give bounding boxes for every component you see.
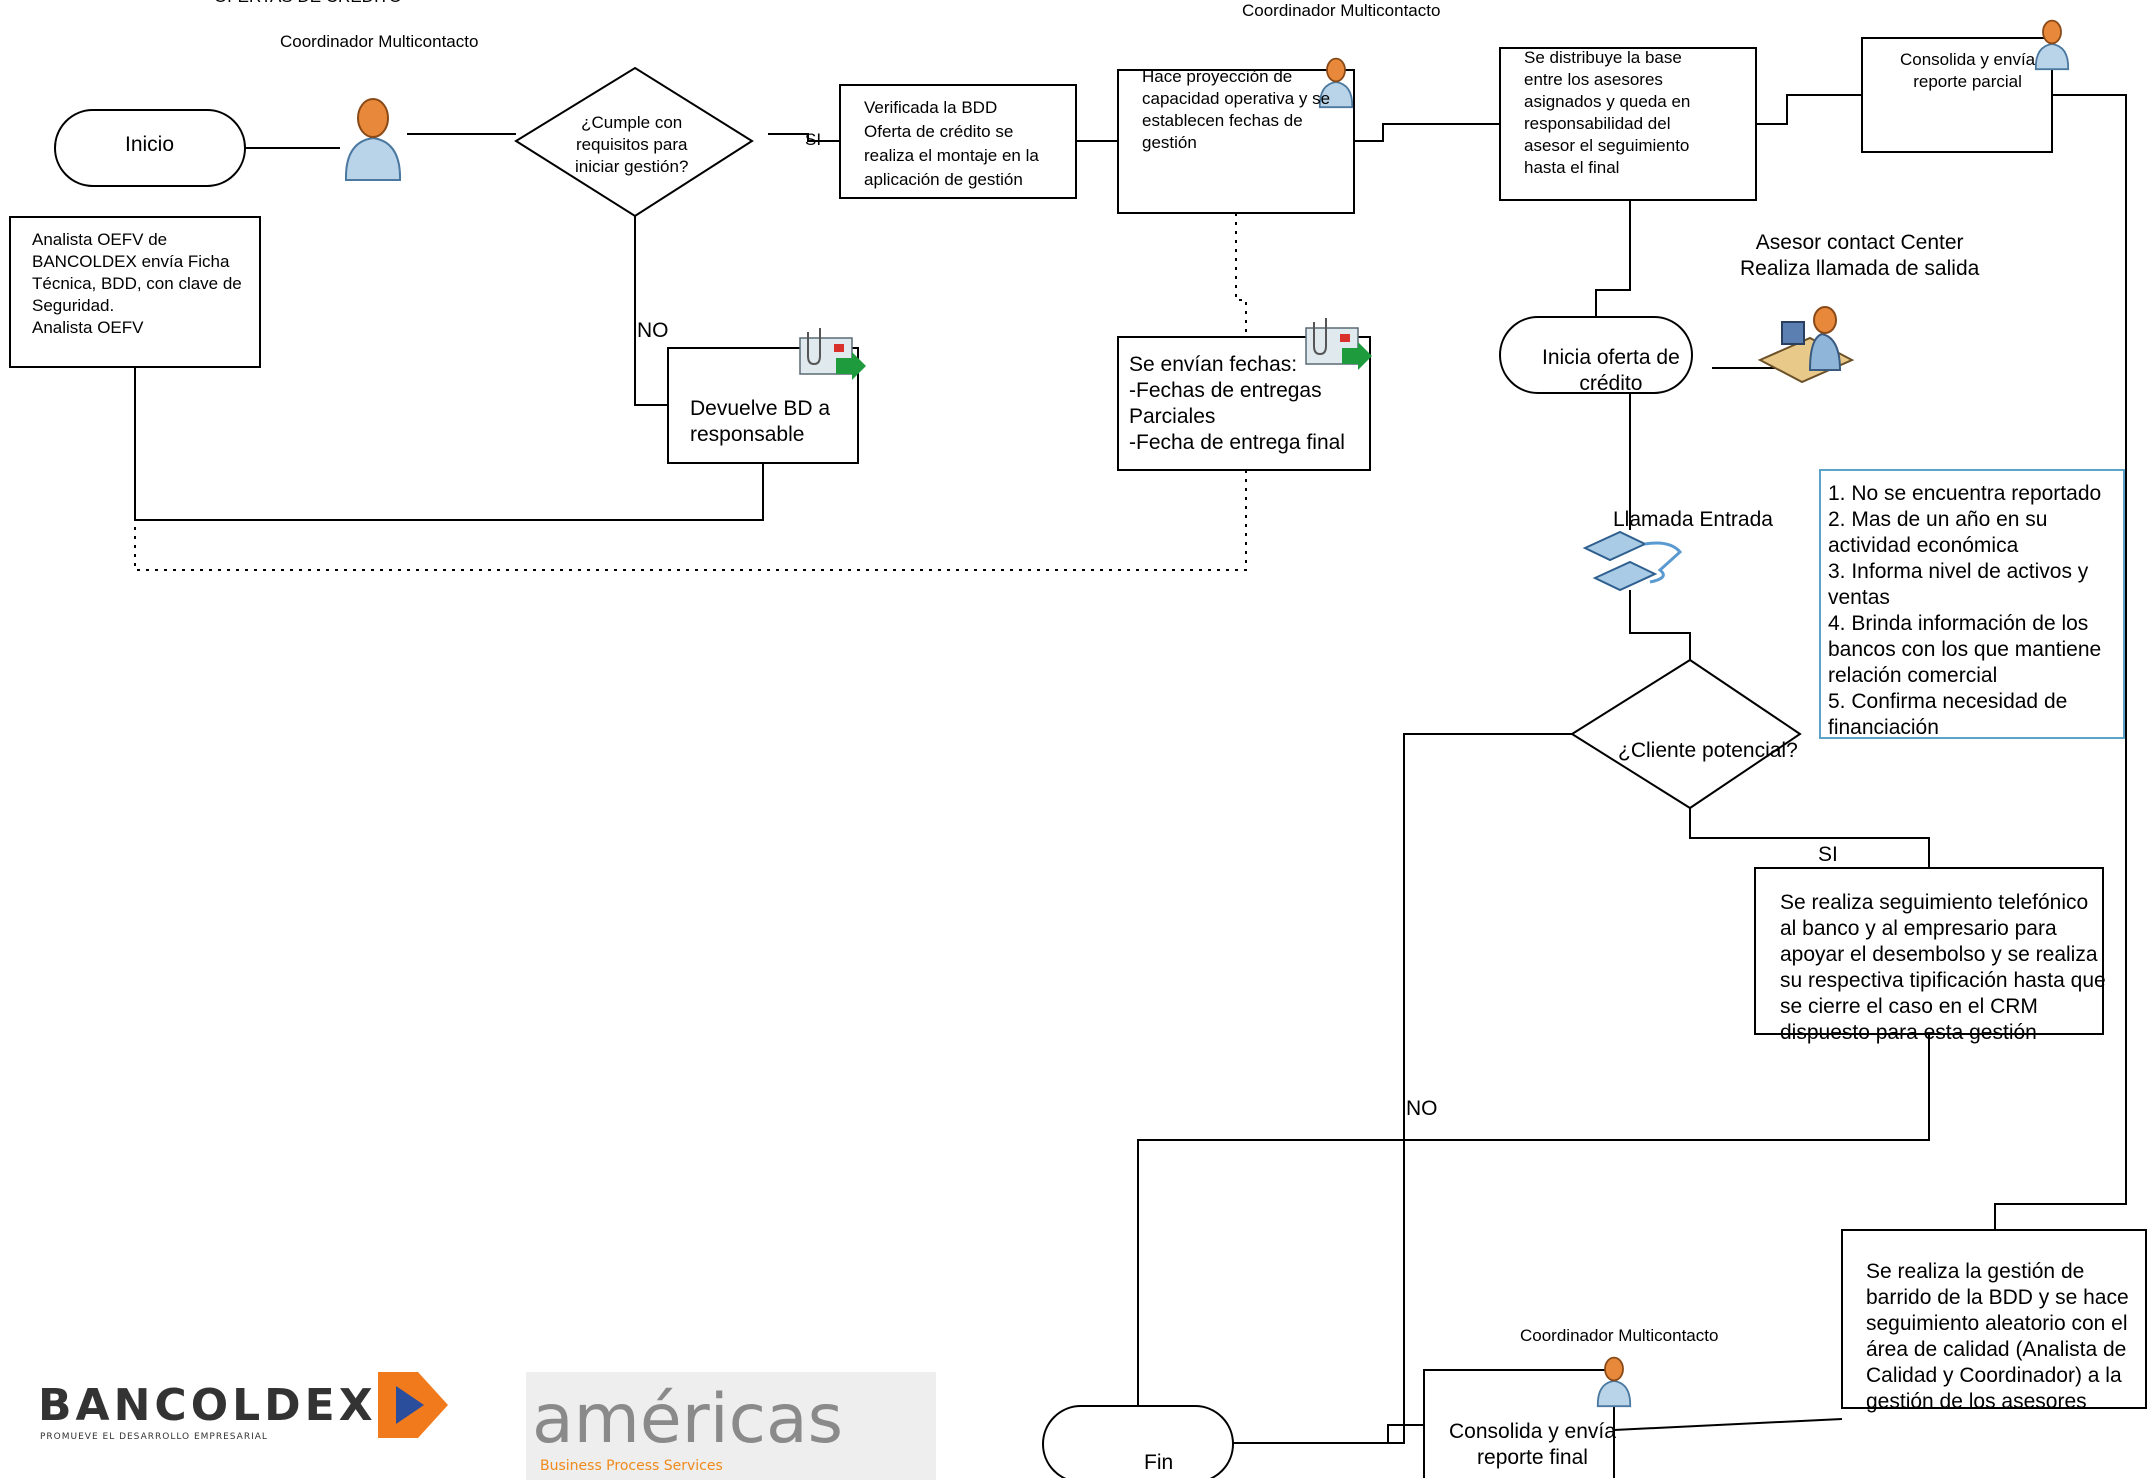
inicio-label: Inicio xyxy=(125,133,175,156)
barrido-label: Se realiza la gestión de barrido de la B… xyxy=(1866,1260,2129,1413)
coordinator-right-label: Coordinador Multicontacto xyxy=(1242,1,1441,20)
mail-attachment-icon xyxy=(799,328,866,380)
connector xyxy=(1595,200,1631,317)
proyeccion-label: Hace proyección de capacidad operativa y… xyxy=(1142,67,1331,152)
fechas-label: Se envían fechas: -Fechas de entregas Pa… xyxy=(1129,353,1345,454)
llamada-entrada-label: Llamada Entrada xyxy=(1613,508,1773,531)
connector xyxy=(1387,1424,1424,1443)
decision-cliente-diamond xyxy=(1570,658,1802,810)
bancoldex-name: BANCOLDEX xyxy=(38,1380,377,1431)
inicia-oferta-label: Inicia oferta de crédito xyxy=(1542,346,1680,395)
person-icon xyxy=(1318,57,1354,109)
connector xyxy=(1354,123,1500,142)
distribuye-label: Se distribuye la base entre los asesores… xyxy=(1524,48,1691,177)
label-no-1: NO xyxy=(637,319,669,342)
person-icon xyxy=(2034,19,2070,71)
coordinador-bottom-label: Coordinador Multicontacto xyxy=(1520,1326,1719,1345)
telephone-icon xyxy=(1582,530,1683,592)
fin-terminal xyxy=(1042,1405,1234,1478)
connector xyxy=(1994,94,2127,1230)
consolida-final-box xyxy=(1423,1369,1615,1478)
seguimiento-label: Se realiza seguimiento telefónico al ban… xyxy=(1780,891,2106,1044)
person-icon xyxy=(344,98,402,181)
connector xyxy=(1629,590,1691,660)
connector xyxy=(1613,1418,1843,1431)
fechas-box xyxy=(1117,336,1371,471)
consolida-parcial-label: Consolida y envía reporte parcial xyxy=(1900,50,2036,91)
dotted-connector xyxy=(1235,213,1247,337)
americas-logo: américas Business Process Services xyxy=(526,1372,936,1480)
label-si-1: SI xyxy=(805,130,822,149)
mail-attachment-icon xyxy=(1305,318,1372,370)
verificada-label: Verificada la BDD Oferta de crédito se r… xyxy=(864,98,1039,189)
connector xyxy=(1137,1034,1930,1406)
label-no-2: NO xyxy=(1406,1097,1438,1120)
bancoldex-tagline: PROMUEVE EL DESARROLLO EMPRESARIAL xyxy=(40,1432,268,1442)
decision-cumple-label: ¿Cumple con requisitos para iniciar gest… xyxy=(575,113,689,176)
devuelve-label: Devuelve BD a responsable xyxy=(690,397,831,446)
bancoldex-mark-icon xyxy=(378,1372,448,1438)
analista-label: Analista OEFV de BANCOLDEX envía Ficha T… xyxy=(32,230,242,337)
consolida-final-label: Consolida y envía reporte final xyxy=(1449,1420,1616,1469)
connector xyxy=(1233,733,1572,1444)
decision-cliente-label: ¿Cliente potencial? xyxy=(1618,739,1798,762)
criterios-label: 1. No se encuentra reportado 2. Mas de u… xyxy=(1828,482,2102,739)
fin-label: Fin xyxy=(1144,1451,1174,1474)
bancoldex-logo: BANCOLDEX PROMUEVE EL DESARROLLO EMPRESA… xyxy=(38,1372,458,1448)
call-center-agent-icon xyxy=(1757,306,1855,384)
americas-name: américas xyxy=(532,1380,844,1459)
connector xyxy=(1756,94,1862,125)
top-fragment: OFERTAS DE CRÉDITO xyxy=(214,0,402,8)
label-si-2: SI xyxy=(1818,843,1838,866)
connector xyxy=(1689,808,1930,868)
connector xyxy=(134,367,764,521)
criterios-box xyxy=(1819,469,2125,739)
asesor-label: Asesor contact Center Realiza llamada de… xyxy=(1740,231,1980,280)
person-icon xyxy=(1596,1356,1632,1408)
americas-tagline: Business Process Services xyxy=(540,1458,723,1474)
coordinator-left-label: Coordinador Multicontacto xyxy=(280,32,479,51)
connector xyxy=(634,216,668,406)
connector xyxy=(768,133,840,142)
